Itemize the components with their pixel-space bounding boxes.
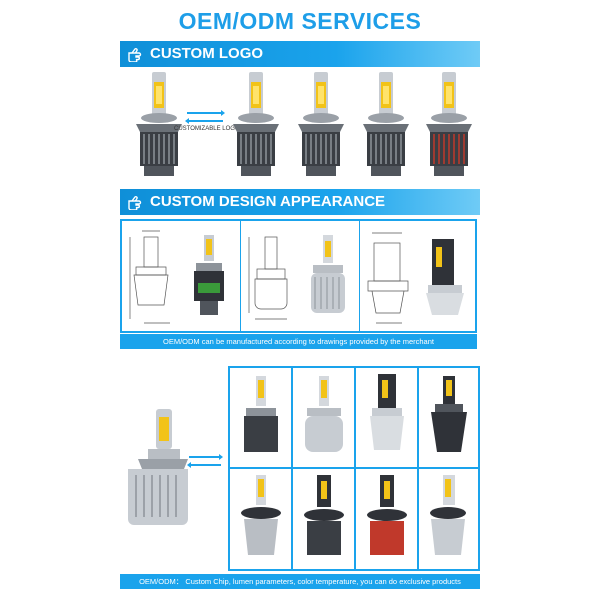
drawings-info-bar: OEM/ODM can be manufactured according to… [120,334,477,349]
product-cell [293,469,354,569]
product-cell [356,368,417,467]
headlight-bulb-image [304,475,344,555]
products-info-bar: OEM/ODM： Custom Chip, lumen parameters, … [120,574,480,589]
headlight-bulb-image [241,475,281,555]
pointing-hand-icon [128,196,142,210]
headlight-bulb-image [244,376,278,452]
section-label: CUSTOM LOGO [150,45,264,62]
product-cell [230,469,291,569]
swap-arrows-icon [185,110,225,124]
headlight-bulb-image [430,475,466,555]
product-cell [293,368,354,467]
headlight-bulb-image [136,72,182,176]
headlight-bulb-image [426,72,472,176]
swap-arrows-icon [187,454,223,468]
product-cell [230,368,291,467]
headlight-bulb-image [367,475,407,555]
product-cell [419,368,478,467]
headlight-bulb-image [128,409,188,525]
headlight-bulb-image [370,374,404,450]
product-variants-grid [228,366,480,571]
product-cell [356,469,417,569]
section-header-custom-design: CUSTOM DESIGN APPEARANCE [120,189,480,215]
technical-drawing-image [129,230,224,324]
section-header-custom-logo: CUSTOM LOGO [120,41,480,67]
technical-drawing-image [248,235,345,320]
design-drawings-panel [120,219,477,333]
page-title: OEM/ODM SERVICES [178,8,422,34]
product-cell [419,469,478,569]
headlight-bulb-image [363,72,409,176]
pointing-hand-icon [128,48,142,62]
headlight-bulb-image [298,72,344,176]
custom-logo-bulbs: CUSTOMIZABLE LOGO [120,70,480,185]
customizable-logo-caption: CUSTOMIZABLE LOGO [174,126,240,132]
headlight-bulb-image [431,376,467,452]
technical-drawing-image [367,232,464,324]
section-label: CUSTOM DESIGN APPEARANCE [150,193,386,210]
headlight-bulb-image [233,72,279,176]
headlight-bulb-image [305,376,343,452]
